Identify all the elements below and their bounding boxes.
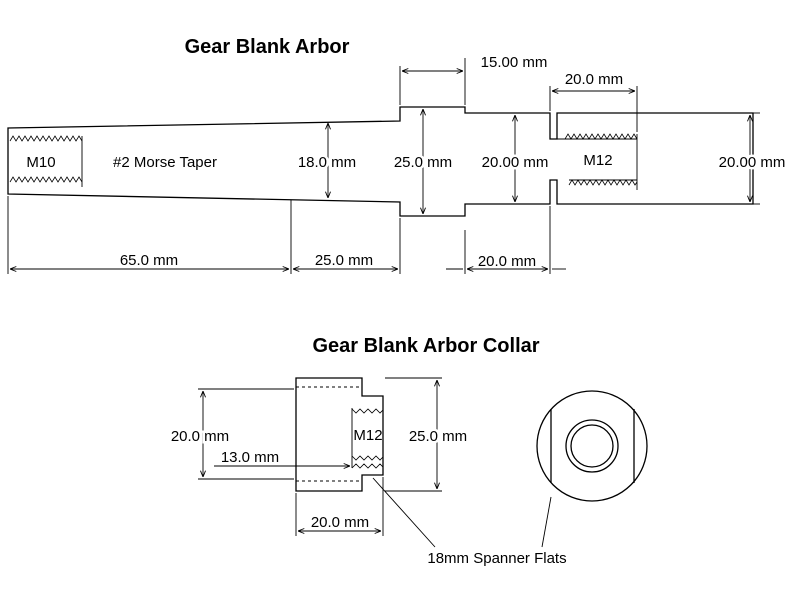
collar-end-view bbox=[536, 390, 648, 502]
dim-mid-dia-text: 20.00 mm bbox=[482, 154, 549, 171]
dim-collar-width-text: 15.00 mm bbox=[481, 54, 548, 71]
collar-side-view bbox=[295, 377, 384, 492]
m10-label: M10 bbox=[26, 154, 55, 171]
dim-end-dia-text: 20.00 mm bbox=[719, 154, 786, 171]
dim-outer-dia-text: 25.0 mm bbox=[409, 428, 467, 445]
dim-collar-dia-text: 25.0 mm bbox=[394, 154, 452, 171]
dim-taper-len bbox=[7, 196, 292, 274]
dim-bore-depth-text: 13.0 mm bbox=[221, 449, 279, 466]
spanner-flats-note: 18mm Spanner Flats bbox=[427, 550, 566, 567]
dim-taper-len-text: 65.0 mm bbox=[120, 252, 178, 269]
dim-neck-len-text: 25.0 mm bbox=[315, 252, 373, 269]
m10-thread bbox=[9, 135, 83, 187]
dim-taper-dia-text: 18.0 mm bbox=[298, 154, 356, 171]
arbor-title: Gear Blank Arbor bbox=[185, 36, 350, 58]
spanner-flats-leaders bbox=[372, 477, 552, 548]
dim-collar-length bbox=[295, 477, 384, 536]
dim-end-dia bbox=[750, 112, 760, 205]
m12-label: M12 bbox=[583, 152, 612, 169]
m12-thread bbox=[557, 133, 638, 190]
dim-bore-dia-text: 20.0 mm bbox=[171, 428, 229, 445]
morse-taper-label: #2 Morse Taper bbox=[113, 154, 217, 171]
dim-thread-len-text: 20.0 mm bbox=[565, 71, 623, 88]
dim-collar-width bbox=[399, 58, 466, 105]
dim-shaft-len bbox=[446, 206, 566, 274]
dim-neck-len bbox=[293, 218, 401, 274]
dim-bore-dia bbox=[198, 388, 294, 480]
dim-thread-len bbox=[549, 86, 638, 132]
collar-m12-label: M12 bbox=[353, 427, 382, 444]
collar-title: Gear Blank Arbor Collar bbox=[312, 335, 539, 357]
dim-collar-length-text: 20.0 mm bbox=[311, 514, 369, 531]
dim-shaft-len-text: 20.0 mm bbox=[478, 253, 536, 270]
dim-outer-dia bbox=[385, 377, 442, 492]
